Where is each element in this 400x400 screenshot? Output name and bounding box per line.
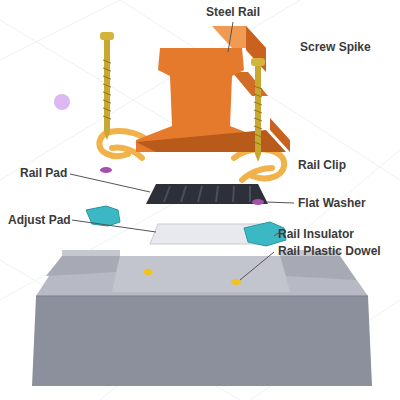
rail-pad [146, 184, 268, 204]
part-label: Rail Insulator [278, 227, 354, 241]
part-label: Flat Washer [298, 196, 366, 210]
sleeper [32, 250, 372, 386]
flat-washer [252, 199, 264, 205]
screw-spikes [100, 32, 265, 162]
leader-lines [70, 22, 294, 280]
part-label: Screw Spike [300, 40, 371, 54]
part-label: Rail Plastic Dowel [278, 244, 381, 258]
part-label: Adjust Pad [8, 213, 71, 227]
part-label: Rail Pad [20, 166, 67, 180]
decor-dot [54, 94, 70, 110]
part-label: Steel Rail [206, 5, 260, 19]
part-label: Rail Clip [298, 158, 346, 172]
steel-rail [136, 26, 290, 152]
flat-washer [100, 167, 112, 173]
